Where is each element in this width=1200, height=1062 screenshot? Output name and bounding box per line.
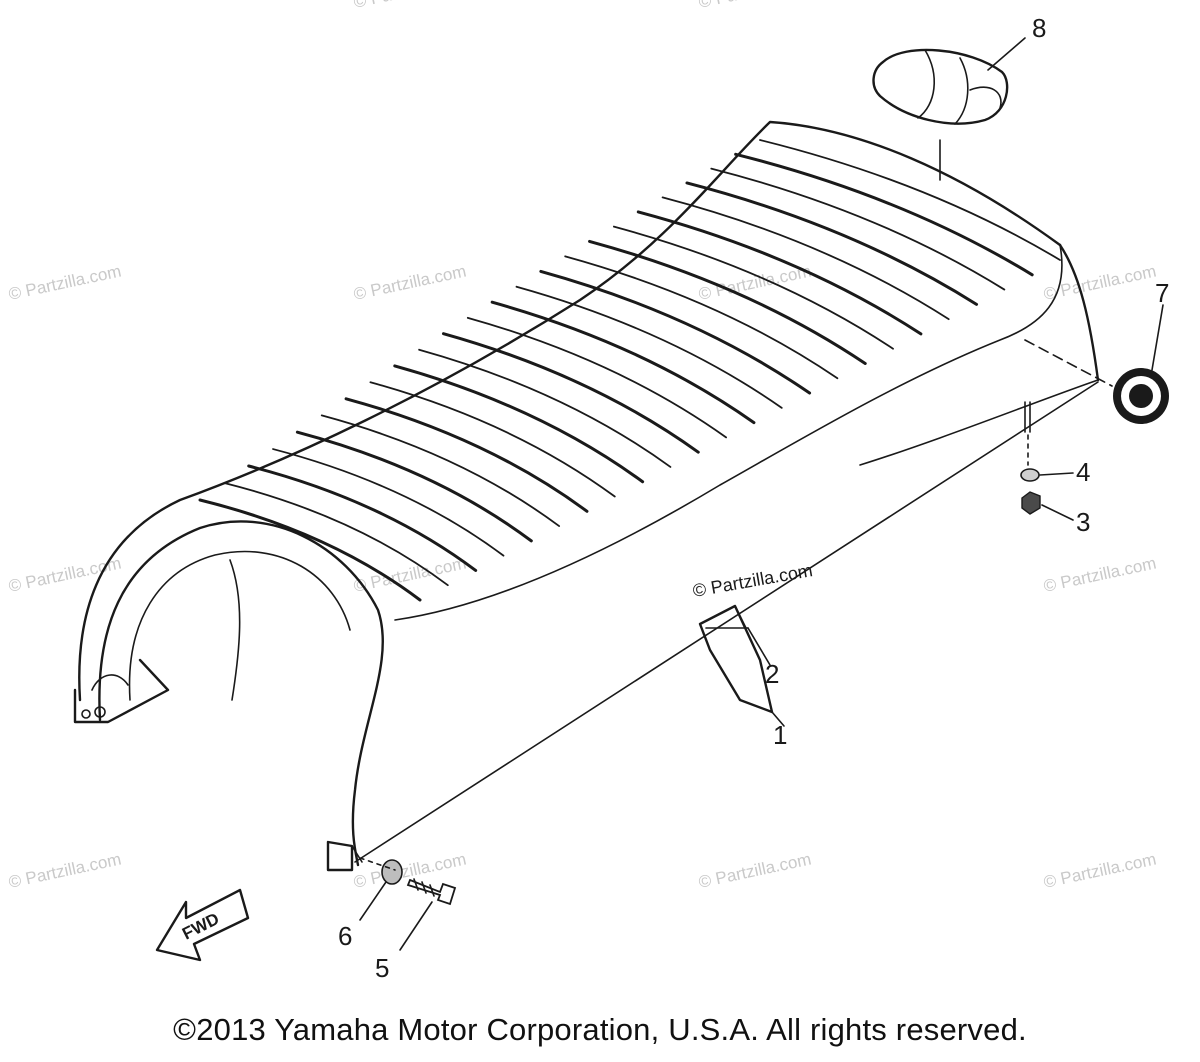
seat-assembly — [73, 120, 1100, 872]
watermark: © Partzilla.com — [697, 0, 813, 12]
leader-2 — [747, 627, 771, 666]
leader-8 — [987, 37, 1026, 71]
callout-6: 6 — [338, 921, 352, 951]
leader-1 — [771, 711, 785, 727]
watermark-layer: © Partzilla.com © Partzilla.com © Partzi… — [7, 0, 1158, 892]
bolt-washer — [359, 857, 457, 906]
leader-6 — [359, 881, 387, 921]
strap-band — [917, 49, 935, 119]
strap-band — [954, 57, 969, 125]
watermark: © Partzilla.com — [7, 262, 123, 304]
plate-outline — [698, 604, 774, 714]
seat-pleat-rib — [588, 239, 867, 365]
bracket-hole — [94, 706, 106, 718]
seat-pleat-rib — [661, 196, 950, 321]
seat-inner-curve — [229, 559, 241, 701]
seat-pleat-rib — [223, 482, 449, 587]
seat-pleat-rib — [710, 167, 1006, 291]
strap-body — [872, 48, 1009, 125]
seat-pleat-rib — [344, 397, 589, 513]
copyright-notice: ©2013 Yamaha Motor Corporation, U.S.A. A… — [173, 1012, 1027, 1047]
seat-pleat-rib — [418, 348, 672, 468]
callout-1: 1 — [773, 720, 787, 750]
callout-2: 2 — [765, 659, 779, 689]
watermark: © Partzilla.com — [1042, 850, 1158, 892]
seat-pleat-rib — [393, 364, 645, 484]
seat-pleat-rib — [636, 210, 923, 336]
seat-front-arch-inner — [128, 550, 351, 701]
seat-rear-corner — [1058, 243, 1100, 382]
seat-pleats — [198, 139, 1061, 602]
watermark: © Partzilla.com — [7, 850, 123, 892]
callout-numbers: 1 2 3 4 5 6 7 8 — [338, 13, 1169, 983]
emblem-leader — [1024, 339, 1113, 387]
leader-3 — [1041, 504, 1074, 521]
seat-front-arch — [98, 520, 384, 867]
seat-side-line — [351, 845, 363, 863]
forward-arrow: FWD — [155, 888, 250, 962]
seat-base-line — [354, 381, 1099, 863]
seat-pleat-rib — [320, 414, 561, 527]
callout-4: 4 — [1076, 457, 1090, 487]
seat-pleat-rib — [198, 498, 422, 602]
seat-far-edge — [859, 379, 1099, 466]
strap-end — [969, 86, 1002, 109]
nut-part-3 — [1021, 491, 1041, 515]
leader-4 — [1039, 472, 1074, 476]
seat-pleat-rib — [734, 152, 1034, 277]
leader-7 — [1151, 304, 1164, 371]
nut-washer-stack — [1020, 401, 1041, 515]
bracket-hole — [81, 709, 91, 719]
seat-pleat-rib — [247, 464, 478, 572]
washer-part-4 — [1020, 468, 1040, 482]
seat-pleat-rib — [272, 448, 505, 557]
watermark-inline: © Partzilla.com — [691, 560, 814, 601]
seat-pleat-rib — [613, 225, 894, 350]
washer-part-6 — [381, 859, 403, 885]
seat-near-edge — [394, 244, 1063, 621]
seat-pleat-rib — [539, 269, 812, 395]
bolt-thread — [413, 878, 435, 897]
emblem-center — [1129, 384, 1153, 408]
seat-pleat-rib — [759, 139, 1061, 261]
callout-8: 8 — [1032, 13, 1046, 43]
watermark: © Partzilla.com — [697, 850, 813, 892]
callout-3: 3 — [1076, 507, 1090, 537]
watermark: © Partzilla.com — [7, 554, 123, 596]
emblem-badge — [1024, 339, 1169, 424]
seat-top-outline — [78, 120, 1062, 702]
bracket-flange — [91, 674, 129, 691]
front-bracket — [73, 658, 170, 724]
bolt-axis — [359, 857, 396, 871]
bolt-part-5 — [406, 878, 457, 906]
seat-pleat-rib — [685, 181, 979, 306]
seat-pleat-rib — [466, 316, 727, 439]
seat-pleat-rib — [295, 430, 533, 543]
callout-7: 7 — [1155, 278, 1169, 308]
leader-5 — [399, 901, 433, 951]
seat-pleat-rib — [441, 332, 700, 454]
seat-pleat-rib — [564, 255, 839, 380]
watermark: © Partzilla.com — [352, 0, 468, 12]
watermark: © Partzilla.com — [352, 262, 468, 304]
plate-fold — [734, 605, 747, 629]
seat-pleat-rib — [515, 285, 783, 409]
seat-strap — [872, 48, 1009, 181]
fwd-arrow-shape — [155, 888, 250, 962]
watermark: © Partzilla.com — [1042, 554, 1158, 596]
stud — [1024, 401, 1031, 433]
callout-leaders — [359, 37, 1164, 951]
seat-pleat-rib — [369, 381, 616, 498]
side-plate — [698, 604, 774, 714]
rear-hook-bracket — [326, 840, 354, 872]
seat-pleat-rib — [490, 300, 756, 425]
callout-5: 5 — [375, 953, 389, 983]
